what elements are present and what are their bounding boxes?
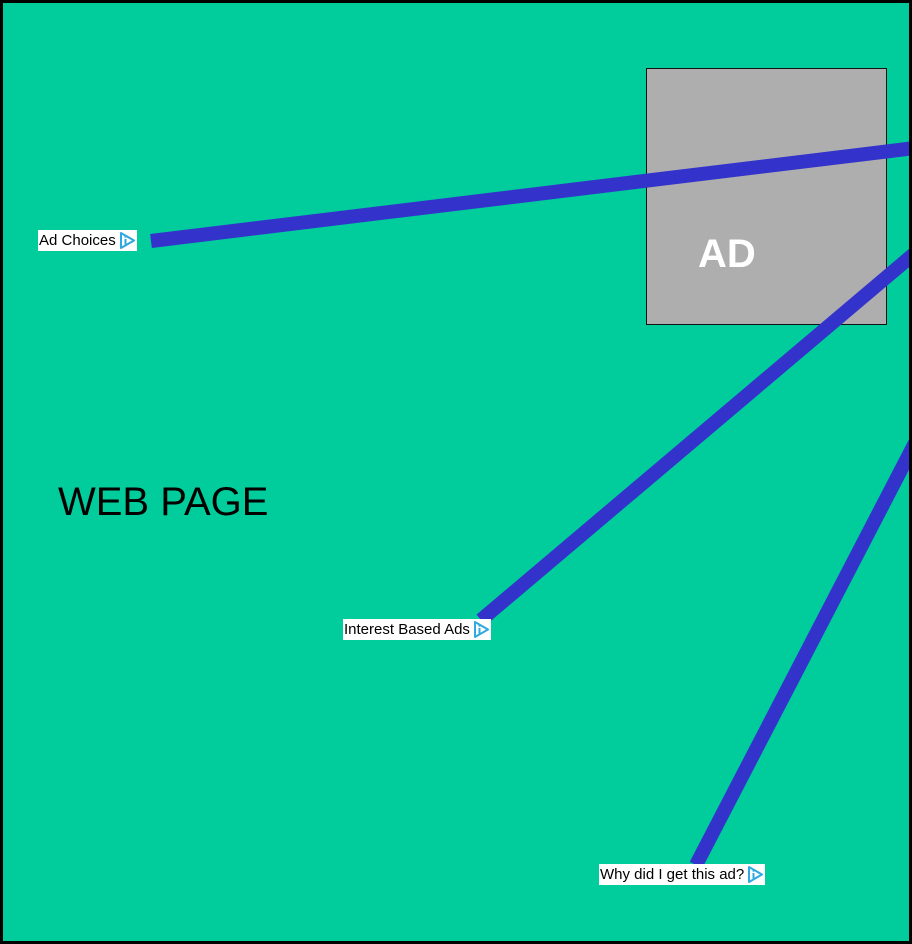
adchoices-triangle-icon — [471, 620, 491, 639]
connector-line-why-this-ad — [689, 439, 909, 869]
ad-choices-link[interactable]: Ad Choices — [38, 230, 137, 251]
web-page-label: WEB PAGE — [58, 480, 269, 524]
adchoices-triangle-icon — [746, 865, 766, 884]
adchoices-triangle-icon — [117, 231, 137, 250]
why-did-i-get-this-ad-label: Why did I get this ad? — [600, 866, 745, 883]
interest-based-ads-label: Interest Based Ads — [344, 621, 470, 638]
ad-box[interactable]: AD — [646, 68, 887, 325]
why-did-i-get-this-ad-link[interactable]: Why did I get this ad? — [599, 864, 766, 885]
interest-based-ads-link[interactable]: Interest Based Ads — [343, 619, 491, 640]
ad-choices-label: Ad Choices — [39, 232, 116, 249]
ad-label: AD — [698, 232, 756, 276]
